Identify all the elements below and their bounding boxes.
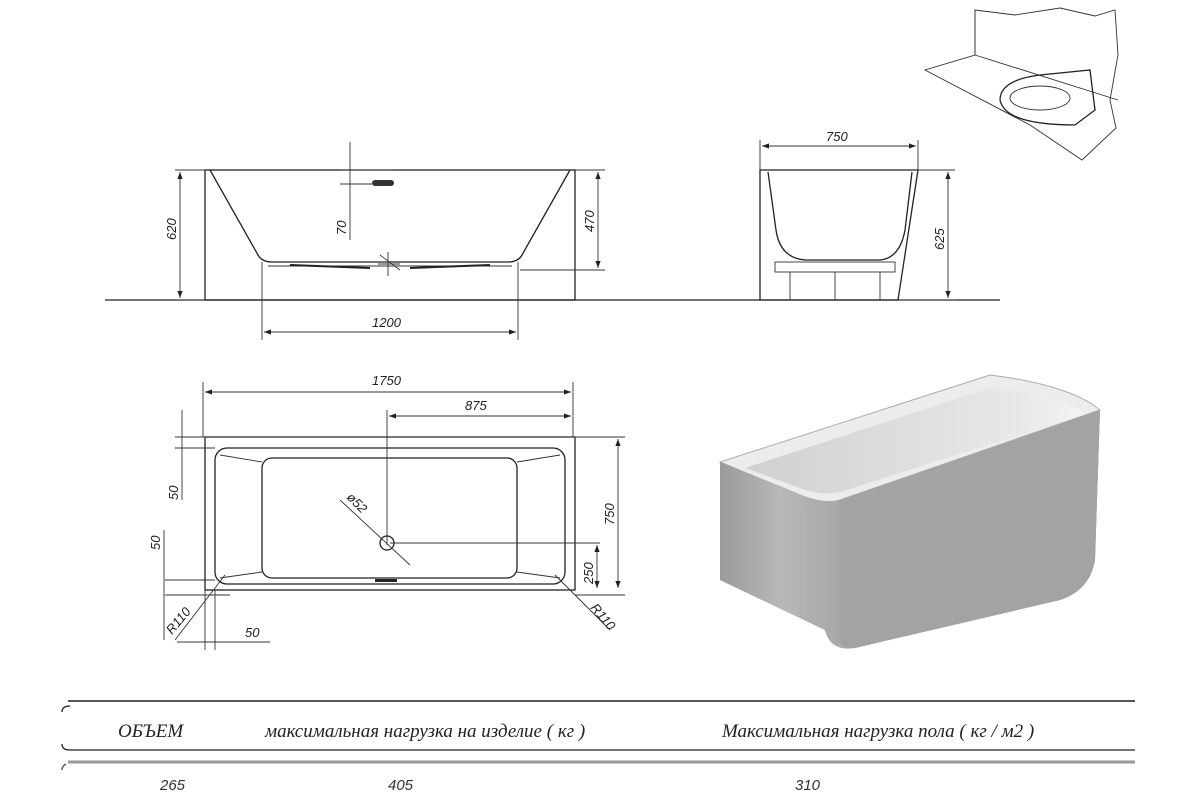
dim-50-side: 50: [245, 625, 260, 640]
side-view: 750 625: [759, 129, 955, 301]
dim-750-plan: 750: [602, 503, 617, 525]
value-max-load-product: 405: [388, 777, 414, 794]
header-max-load-product: максимальная нагрузка на изделие ( кг ): [264, 721, 585, 742]
front-view: 620 70 470 1200: [164, 142, 605, 340]
dim-620: 620: [164, 218, 179, 240]
header-volume: ОБЪЕМ: [118, 721, 184, 742]
dim-875: 875: [465, 398, 487, 413]
specs-table: ОБЪЕМ максимальная нагрузка на изделие (…: [61, 700, 1135, 794]
dim-r110-right: R110: [588, 600, 619, 633]
dim-750-side: 750: [826, 129, 848, 144]
dim-50-bottom: 50: [148, 535, 163, 550]
dim-470: 470: [582, 210, 597, 232]
dim-r110-left: R110: [163, 604, 194, 637]
header-max-floor-load: Максимальная нагрузка пола ( кг / м2 ): [721, 721, 1034, 742]
dim-625: 625: [932, 228, 947, 250]
plan-view: ø52 1750 875 50 50 50 R110 R110 250 750: [148, 373, 625, 650]
dim-1200: 1200: [372, 315, 402, 330]
dim-1750: 1750: [372, 373, 402, 388]
value-volume: 265: [159, 777, 186, 794]
dim-drain-diameter: ø52: [344, 490, 371, 517]
dim-50-top: 50: [166, 485, 181, 500]
dim-250: 250: [581, 562, 596, 585]
bathtub-3d-render: [718, 374, 1102, 649]
dim-70: 70: [334, 220, 349, 235]
installation-thumbnail: [923, 7, 1119, 161]
value-max-floor-load: 310: [795, 777, 821, 794]
